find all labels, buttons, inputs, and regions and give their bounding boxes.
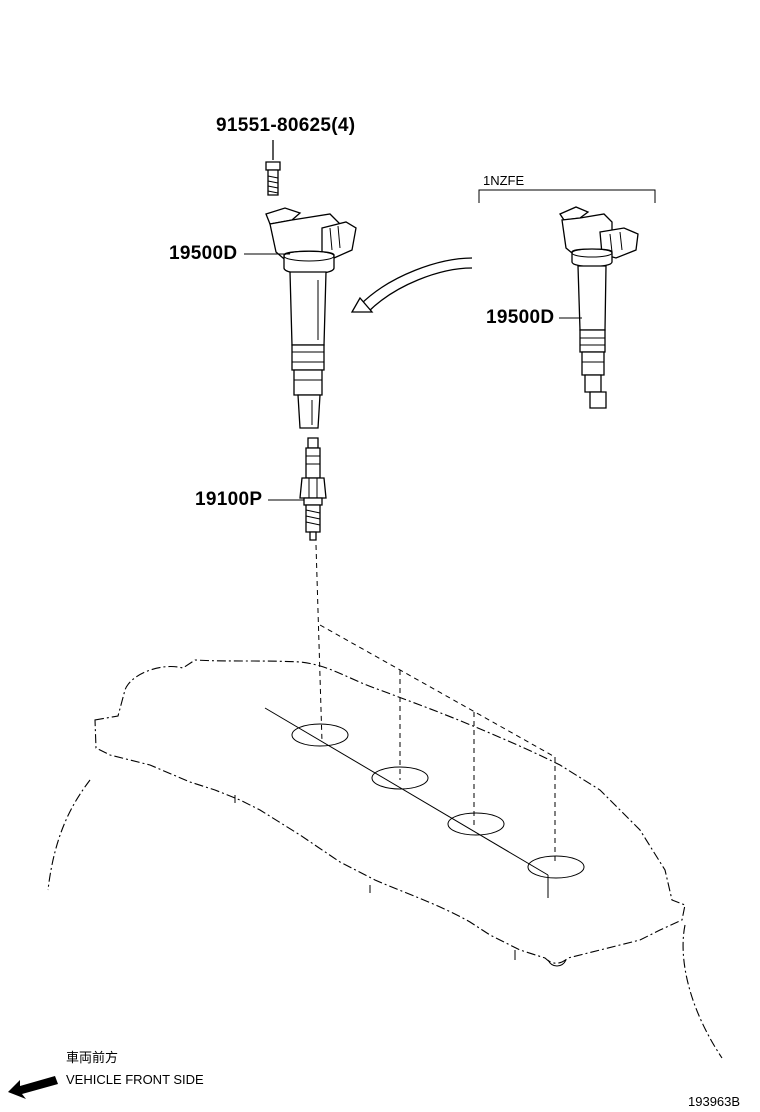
spark-plug-part-number[interactable]: 19100P <box>195 489 263 510</box>
engine-variant-label: 1NZFE <box>483 173 525 188</box>
ignition-coil-main-illustration <box>265 207 357 429</box>
installation-guide-lines <box>315 544 556 865</box>
ignition-coil-variant-part-number[interactable]: 19500D <box>486 307 555 328</box>
vehicle-front-arrow-icon <box>8 1076 58 1099</box>
spark-plug-illustration <box>299 437 327 541</box>
cylinder-head-outline <box>47 659 723 1059</box>
ignition-coil-main-part-number[interactable]: 19500D <box>169 243 238 264</box>
vehicle-front-label-en: VEHICLE FRONT SIDE <box>66 1072 204 1087</box>
variant-pointer-arrow <box>350 257 473 313</box>
figure-number: 193963B <box>688 1094 741 1109</box>
bolt-illustration <box>265 140 281 196</box>
ignition-coil-variant-illustration <box>478 189 656 409</box>
vehicle-front-label-jp: 車両前方 <box>66 1050 119 1065</box>
bolt-part-number[interactable]: 91551-80625(4) <box>216 115 356 136</box>
leader-lines <box>244 253 582 501</box>
